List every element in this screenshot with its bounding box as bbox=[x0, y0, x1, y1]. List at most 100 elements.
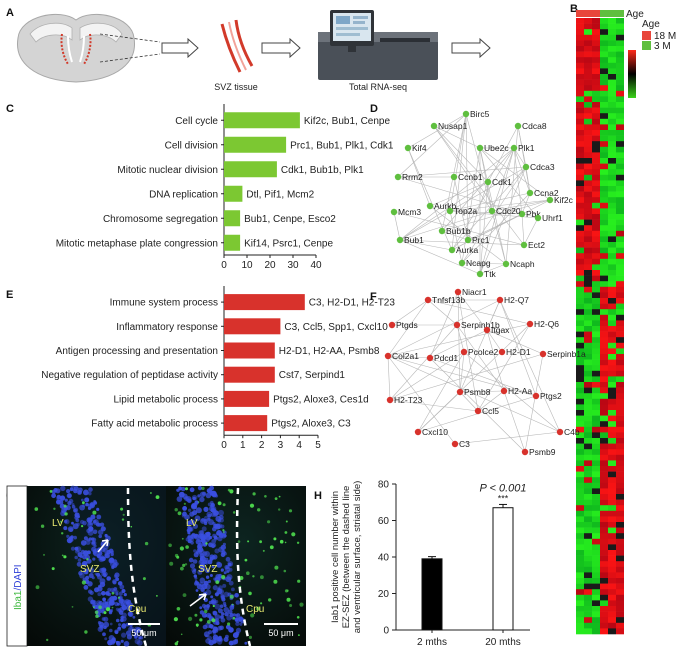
heatmap-cell bbox=[576, 622, 584, 629]
heatmap-cell bbox=[592, 600, 600, 607]
dapi-nucleus bbox=[207, 635, 213, 641]
heatmap-cell bbox=[576, 550, 584, 556]
iba1-signal bbox=[181, 537, 184, 540]
heatmap-cell bbox=[616, 320, 624, 327]
network-node-label: Cxcl10 bbox=[422, 427, 448, 437]
dapi-nucleus bbox=[109, 609, 113, 613]
heatmap-cell bbox=[608, 527, 616, 534]
heatmap-cell bbox=[584, 320, 592, 327]
heatmap-cell bbox=[600, 482, 608, 489]
heatmap-cell bbox=[616, 522, 624, 528]
heatmap-cell bbox=[600, 566, 608, 573]
heatmap-cell bbox=[616, 387, 624, 394]
heatmap-cell bbox=[600, 29, 608, 36]
heatmap-cell bbox=[600, 387, 608, 394]
y-tick-label: 0 bbox=[383, 626, 389, 637]
heatmap-cell bbox=[600, 298, 608, 304]
y-tick-label: 40 bbox=[378, 553, 390, 564]
heatmap-cell bbox=[592, 191, 600, 198]
network-edge bbox=[457, 291, 479, 412]
dapi-nucleus bbox=[103, 573, 107, 578]
heatmap-cell bbox=[576, 421, 584, 428]
iba1-signal bbox=[194, 613, 198, 617]
heatmap-cell bbox=[616, 365, 624, 372]
dapi-nucleus bbox=[102, 597, 106, 602]
network-edge bbox=[441, 147, 515, 232]
arrow-icon bbox=[97, 539, 109, 553]
dapi-nucleus bbox=[214, 603, 221, 610]
iba1-signal bbox=[51, 567, 55, 571]
heatmap-cell bbox=[584, 46, 592, 52]
network-edge bbox=[393, 211, 525, 246]
heatmap-cell bbox=[600, 404, 608, 411]
dapi-nucleus bbox=[66, 489, 71, 494]
heatmap-cell bbox=[592, 572, 600, 579]
dapi-nucleus bbox=[212, 526, 217, 532]
heatmap-cell bbox=[600, 359, 608, 366]
heatmap-cell bbox=[608, 382, 616, 388]
dapi-nucleus bbox=[120, 639, 124, 643]
heatmap-cell bbox=[616, 230, 624, 237]
heatmap-cell bbox=[600, 365, 608, 372]
dapi-nucleus bbox=[219, 625, 224, 631]
iba1-signal bbox=[217, 501, 222, 506]
heatmap-cell bbox=[584, 331, 592, 338]
heatmap-cell bbox=[616, 303, 624, 310]
heatmap-cell bbox=[600, 622, 608, 629]
network-node bbox=[500, 387, 508, 395]
dapi-nucleus bbox=[194, 515, 201, 522]
heatmap-cell bbox=[600, 102, 608, 108]
heatmap-cell bbox=[592, 410, 600, 416]
heatmap-cell bbox=[616, 314, 624, 321]
iba1-signal bbox=[211, 618, 216, 623]
heatmap-cell bbox=[592, 538, 600, 545]
dapi-nucleus bbox=[115, 618, 120, 623]
dapi-nucleus bbox=[200, 587, 205, 592]
heatmap-cell bbox=[584, 387, 592, 394]
dapi-nucleus bbox=[199, 577, 206, 584]
iba1-signal bbox=[247, 540, 250, 543]
heatmap-cell bbox=[616, 258, 624, 265]
iba1-signal bbox=[84, 630, 88, 634]
network-node-label: Cdca8 bbox=[522, 121, 547, 131]
dapi-nucleus bbox=[201, 526, 207, 532]
dapi-nucleus bbox=[121, 589, 126, 593]
heatmap-cell bbox=[616, 135, 624, 142]
gene-list-label: H2-D1, H2-AA, Psmb8 bbox=[279, 346, 380, 357]
dapi-nucleus bbox=[223, 591, 230, 598]
heatmap-cell bbox=[600, 169, 608, 176]
heatmap-cell bbox=[600, 454, 608, 461]
heatmap-cell bbox=[608, 174, 616, 181]
heatmap-cell bbox=[600, 527, 608, 534]
dapi-nucleus bbox=[210, 500, 214, 505]
heatmap-cell bbox=[608, 443, 616, 450]
dapi-nucleus bbox=[203, 580, 209, 586]
network-edge bbox=[486, 329, 505, 392]
heatmap-cell bbox=[608, 74, 616, 80]
heatmap-cell bbox=[608, 202, 616, 209]
dapi-nucleus bbox=[226, 615, 232, 621]
network-node bbox=[430, 122, 438, 130]
dapi-nucleus bbox=[101, 617, 106, 621]
heatmap-cell bbox=[608, 292, 616, 299]
heatmap-cell bbox=[600, 74, 608, 80]
heatmap-cell bbox=[600, 57, 608, 64]
network-node-label: Niacr1 bbox=[462, 287, 487, 297]
heatmap-cell bbox=[608, 566, 616, 573]
heatmap-cell bbox=[608, 236, 616, 243]
heatmap-cell bbox=[576, 555, 584, 562]
dapi-nucleus bbox=[209, 490, 215, 496]
iba1-signal bbox=[64, 512, 68, 516]
heatmap-cell bbox=[608, 342, 616, 349]
network-edge bbox=[399, 166, 527, 241]
heatmap-cell bbox=[584, 482, 592, 489]
heatmap-cell bbox=[584, 74, 592, 80]
iba1-signal bbox=[61, 554, 64, 557]
dapi-nucleus bbox=[219, 604, 224, 608]
iba1-signal bbox=[81, 580, 86, 585]
dapi-nucleus bbox=[104, 552, 109, 556]
heatmap-cell bbox=[576, 578, 584, 584]
dapi-nucleus bbox=[213, 535, 218, 540]
dapi-nucleus bbox=[210, 508, 215, 513]
